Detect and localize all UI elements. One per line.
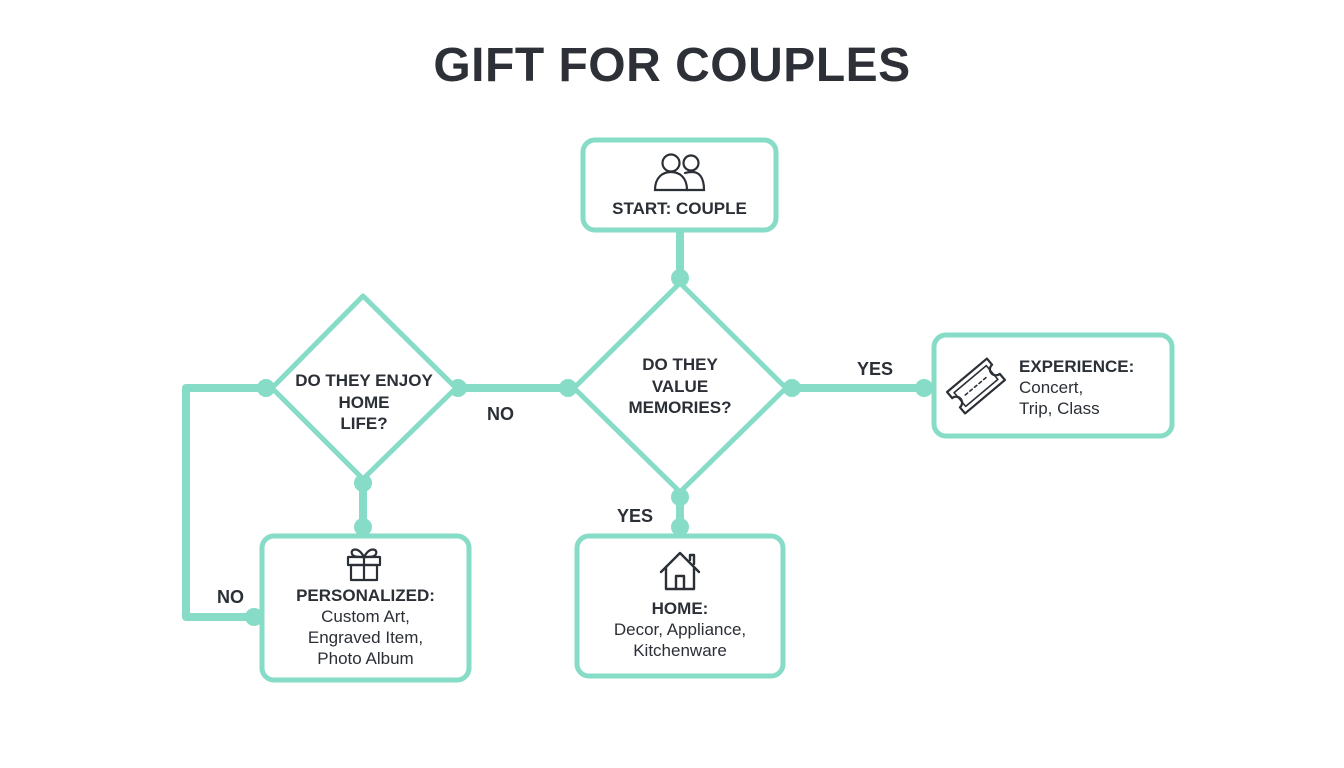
connector-dot — [354, 518, 372, 536]
personalized-line-2: Engraved Item, — [307, 628, 424, 647]
home-life-question: DO THEY ENJOY HOME LIFE? — [279, 370, 449, 435]
home-box — [574, 533, 786, 679]
start-label: START: COUPLE — [612, 199, 747, 218]
edge-home-life-no-loop — [182, 384, 270, 621]
connector-dots — [245, 269, 933, 626]
personalized-line-1: Custom Art, — [321, 607, 410, 626]
connector-dot — [671, 488, 689, 506]
memories-question: DO THEY VALUE MEMORIES? — [600, 354, 760, 419]
memories-line-1: DO THEY — [642, 355, 718, 374]
personalized-line-3: Photo Album — [317, 649, 414, 668]
ticket-icon — [945, 357, 1007, 415]
connector-dot — [915, 379, 933, 397]
memories-line-3: MEMORIES? — [628, 398, 732, 417]
memories-decision — [571, 280, 789, 495]
edge-label-no-loop: NO — [217, 587, 244, 607]
diagram-title: GIFT FOR COUPLES — [433, 39, 911, 92]
gift-icon — [346, 548, 382, 582]
home-line-1: Decor, Appliance, — [613, 620, 747, 639]
experience-line-2: Trip, Class — [1019, 399, 1100, 418]
experience-title: EXPERIENCE: — [1019, 357, 1135, 376]
edge-label-yes-down: YES — [617, 506, 654, 526]
connector-dot — [671, 269, 689, 287]
home-life-decision — [269, 293, 459, 482]
edge-label-no-left: NO — [487, 404, 514, 424]
home-title: HOME: — [651, 599, 709, 618]
personalized-label: PERSONALIZED: Custom Art, Engraved Item,… — [262, 585, 469, 669]
experience-box — [931, 332, 1175, 439]
connector-dot — [245, 608, 263, 626]
connector-dot — [783, 379, 801, 397]
connector-dot — [354, 474, 372, 492]
couple-icon — [653, 153, 706, 192]
home-life-line-2: HOME — [338, 392, 390, 412]
experience-label: EXPERIENCE: Concert, Trip, Class — [1019, 356, 1164, 419]
home-line-2: Kitchenware — [633, 641, 727, 660]
memories-line-2: VALUE — [651, 376, 709, 396]
personalized-title: PERSONALIZED: — [296, 586, 435, 605]
edge-label-yes-right: YES — [857, 359, 894, 379]
start-box — [580, 137, 779, 233]
house-icon — [659, 551, 701, 591]
experience-line-1: Concert, — [1019, 378, 1084, 397]
connector-dot — [559, 379, 577, 397]
connector-dot — [257, 379, 275, 397]
home-label: HOME: Decor, Appliance, Kitchenware — [577, 598, 783, 661]
personalized-box — [259, 533, 472, 683]
connector-dot — [671, 518, 689, 536]
home-life-line-1: DO THEY ENJOY — [295, 371, 433, 390]
home-life-line-3: LIFE? — [340, 414, 388, 433]
